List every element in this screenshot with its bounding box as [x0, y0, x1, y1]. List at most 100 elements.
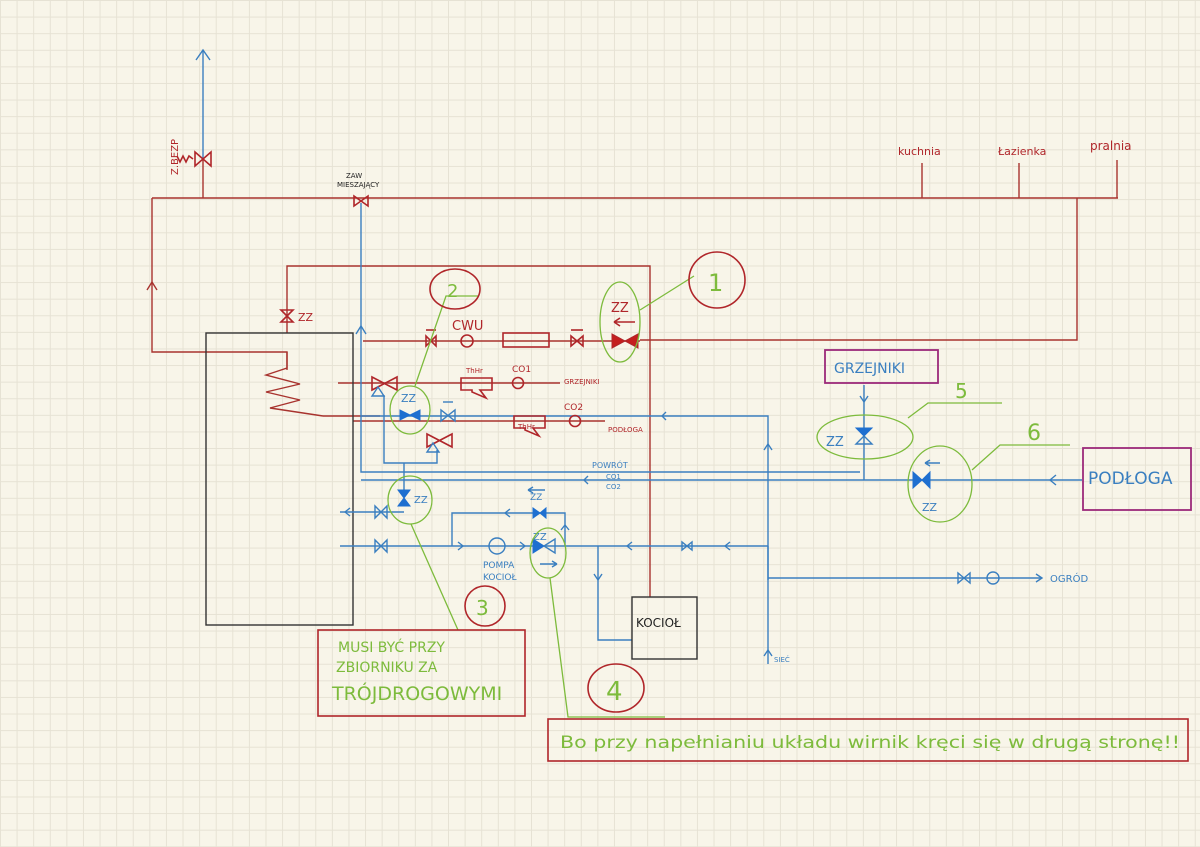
- blue-return-piping: [195, 48, 1082, 664]
- annotation-leader-4: [549, 577, 665, 718]
- flow-meter-icon: [986, 571, 1000, 585]
- ball-valve-icon[interactable]: [681, 540, 693, 552]
- check-valve-top-icon[interactable]: [279, 309, 295, 323]
- grzejniki-small-label: GRZEJNIKI: [564, 378, 600, 386]
- down-arrow-icon: [593, 573, 603, 582]
- annotation-group: [387, 275, 1070, 718]
- thr2-label: ThHr: [517, 423, 535, 431]
- garden-label: OGRÓD: [1050, 572, 1088, 585]
- blue-valves: [370, 385, 1000, 585]
- zz-1-label: ZZ: [611, 301, 629, 316]
- boiler-pump-icon[interactable]: [488, 537, 506, 555]
- up-arrow-icon: [763, 648, 773, 657]
- marker-6-label: 6: [1027, 421, 1041, 446]
- annotation-leader-1: [639, 275, 695, 311]
- note-3-line-1: MUSI BYĆ PRZY: [338, 638, 445, 656]
- ball-valve-icon[interactable]: [440, 408, 456, 423]
- check-valve-1-icon[interactable]: [611, 333, 639, 349]
- storage-tank[interactable]: [205, 332, 354, 626]
- cwu-heat-exchanger: [502, 332, 550, 348]
- right-arrow-icon: [1035, 573, 1044, 583]
- marker-1-circle: [688, 251, 746, 309]
- boiler-box[interactable]: [631, 596, 698, 660]
- annotation-leader-3: [410, 523, 459, 631]
- upper-loop-pipe: [286, 265, 651, 597]
- marker-4-label: 4: [606, 677, 623, 707]
- check-valve-5-icon[interactable]: [854, 427, 874, 437]
- left-arrow-icon: [613, 317, 635, 327]
- ball-valve-icon[interactable]: [374, 504, 388, 520]
- zz-top-label: ZZ: [298, 311, 314, 324]
- annotation-circle-1: [599, 281, 641, 363]
- check-valve-2-icon[interactable]: [399, 409, 421, 421]
- note-4-box: [547, 718, 1189, 762]
- bypass-check-valve-icon[interactable]: [532, 506, 547, 520]
- zz-5-label: ZZ: [826, 435, 844, 450]
- red-valves: [176, 150, 639, 449]
- co1-pump-icon[interactable]: [511, 376, 525, 390]
- check-valve-4-outline: [542, 537, 556, 555]
- pump-bypass-loop: [451, 512, 566, 546]
- annotation-circle-2: [389, 385, 431, 435]
- note-3-box: [317, 629, 526, 717]
- cwu-label: CWU: [452, 319, 483, 334]
- three-way-valve-co2-icon[interactable]: [426, 432, 453, 449]
- co2-pump-icon[interactable]: [568, 414, 582, 428]
- check-valve-6-icon[interactable]: [912, 470, 931, 490]
- annotation-leader-6: [971, 444, 1070, 471]
- ball-valve-icon[interactable]: [425, 334, 437, 348]
- kuchnia-label: kuchnia: [898, 145, 941, 158]
- powrot-label-3: CO2: [606, 483, 621, 491]
- thermostat-co2-icon: [513, 415, 546, 438]
- tank-heating-coil: [263, 352, 324, 417]
- co1-label: CO1: [512, 365, 531, 375]
- lazienka-label: Łazienka: [997, 145, 1046, 158]
- up-arrow-icon: [146, 281, 158, 291]
- check-valve-3-icon[interactable]: [397, 489, 411, 507]
- annotation-circle-6: [907, 445, 973, 523]
- marker-3-circle: [464, 585, 506, 627]
- safety-valve-icon[interactable]: [194, 150, 212, 168]
- marker-2-circle: [429, 268, 481, 310]
- mains-label: SIEĆ: [774, 655, 790, 664]
- podloga-small-label: PODŁOGA: [608, 426, 643, 434]
- zz-4-label: ZZ: [533, 532, 547, 543]
- left-arrow-icon: [661, 411, 667, 421]
- left-arrow-icon: [625, 541, 633, 551]
- up-arrow-icon: [763, 442, 773, 451]
- right-arrow-icon: [540, 560, 558, 568]
- check-valve-4-icon[interactable]: [532, 538, 545, 554]
- marker-4-circle: [587, 663, 645, 713]
- ball-valve-icon[interactable]: [374, 538, 388, 554]
- zz-return-label: ZZ: [530, 493, 542, 503]
- marker-1-label: 1: [708, 269, 723, 297]
- zz-2-label: ZZ: [401, 392, 417, 405]
- annotation-circle-3: [387, 475, 433, 525]
- valve-stem-icon: [425, 441, 441, 453]
- mixing-valve-label-2: MIESZAJĄCY: [337, 181, 380, 189]
- garden-valve-icon[interactable]: [957, 571, 971, 585]
- grzejniki-box[interactable]: [824, 349, 939, 384]
- mixing-valve-icon[interactable]: [353, 194, 369, 208]
- annotation-circle-5: [816, 414, 914, 460]
- cwu-return-pipe: [640, 198, 1078, 341]
- annotation-leader-2: [414, 295, 478, 387]
- note-4-text: Bo przy napełnianiu układu wirnik kręci …: [560, 733, 1180, 753]
- three-way-valve-co1-icon[interactable]: [371, 375, 398, 392]
- boiler-feed-pipe: [597, 546, 632, 641]
- left-arrow-icon: [583, 475, 589, 485]
- left-arrow-icon: [527, 486, 545, 494]
- co2-label: CO2: [564, 403, 583, 413]
- right-arrow-icon: [457, 541, 465, 551]
- annotation-circle-4: [529, 527, 567, 579]
- mixer-bypass-pipe: [383, 395, 438, 464]
- annotation-leader-5: [907, 402, 1002, 419]
- ball-valve-icon[interactable]: [570, 334, 584, 348]
- cwu-pump-icon[interactable]: [460, 334, 474, 348]
- pralnia-label: pralnia: [1090, 139, 1132, 153]
- left-arrow-icon: [723, 541, 731, 551]
- podloga-box-label: PODŁOGA: [1088, 469, 1173, 489]
- podloga-box[interactable]: [1082, 447, 1192, 511]
